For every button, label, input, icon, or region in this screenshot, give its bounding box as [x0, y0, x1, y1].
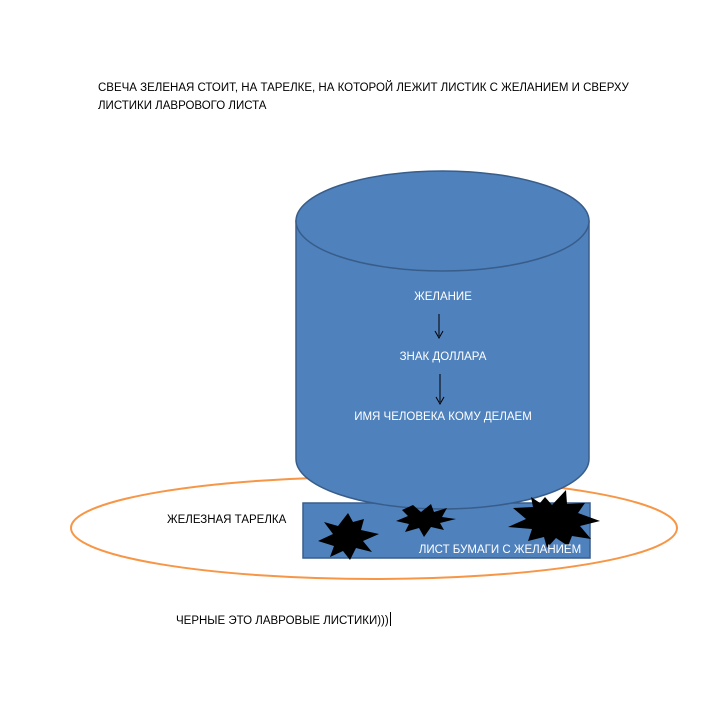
footer-note-text: ЧЕРНЫЕ ЭТО ЛАВРОВЫЕ ЛИСТИКИ))): [176, 615, 389, 627]
text-cursor: [389, 612, 392, 626]
footer-note: ЧЕРНЫЕ ЭТО ЛАВРОВЫЕ ЛИСТИКИ))): [176, 612, 392, 630]
heading-line-2: ЛИСТИКИ ЛАВРОВОГО ЛИСТА: [98, 100, 267, 112]
candle-text-name: ИМЯ ЧЕЛОВЕКА КОМУ ДЕЛАЕМ: [354, 411, 532, 423]
bay-leaf-middle: [396, 504, 456, 537]
candle-body: [295, 220, 590, 510]
paper-label: ЛИСТ БУМАГИ С ЖЕЛАНИЕМ: [419, 544, 581, 556]
candle-text-dollar: ЗНАК ДОЛЛАРА: [400, 351, 487, 363]
candle-top: [295, 170, 590, 272]
bay-leaf-left: [318, 513, 379, 560]
arrow-2-head: [435, 396, 445, 406]
arrow-1-head: [434, 330, 444, 340]
plate-label: ЖЕЛЕЗНАЯ ТАРЕЛКА: [167, 514, 287, 526]
candle-text-wish: ЖЕЛАНИЕ: [414, 291, 472, 303]
heading-line-1: СВЕЧА ЗЕЛЕНАЯ СТОИТ, НА ТАРЕЛКЕ, НА КОТО…: [98, 82, 629, 94]
bay-leaf-right: [508, 490, 600, 548]
